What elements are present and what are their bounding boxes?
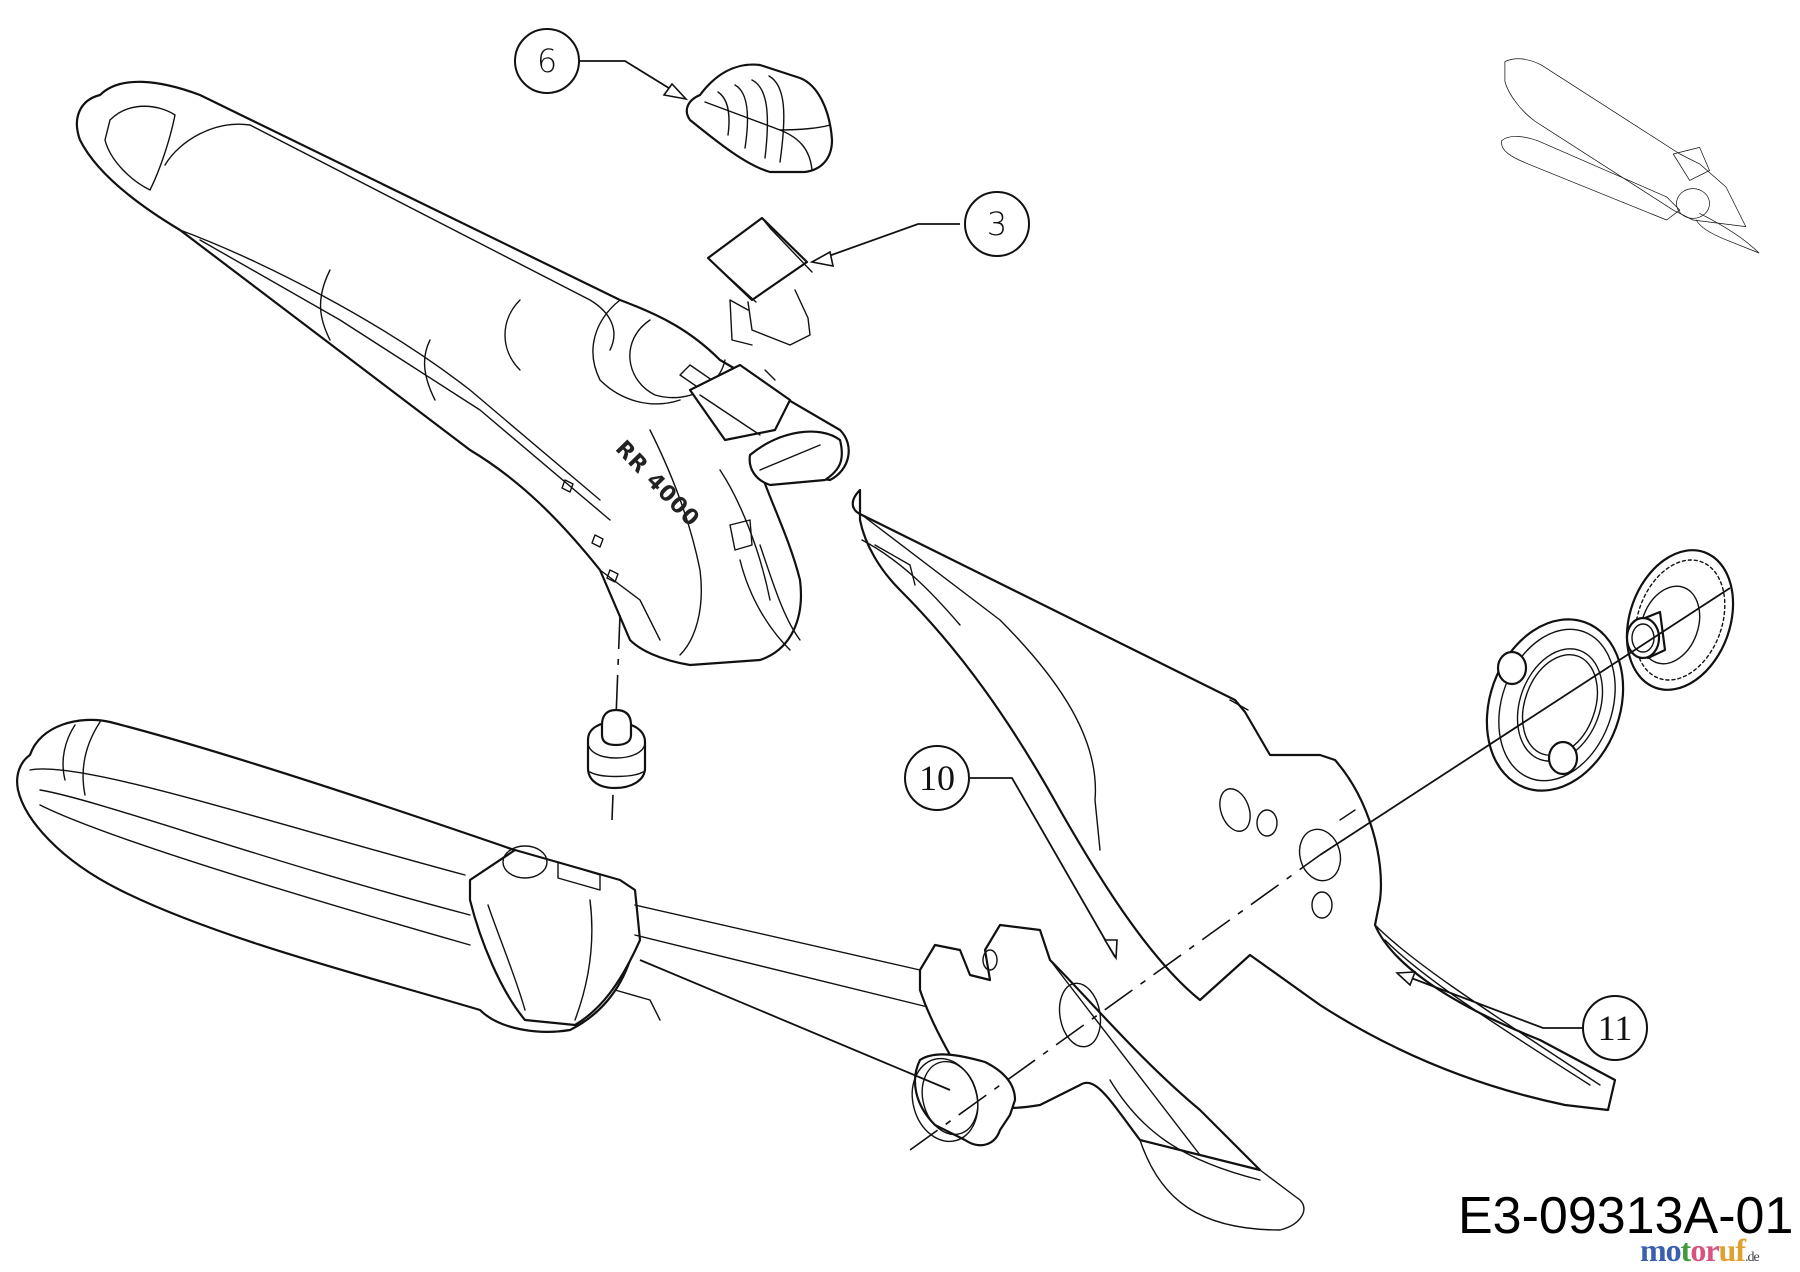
watermark-letter: m xyxy=(1640,1232,1667,1268)
watermark-letter: o xyxy=(1665,1232,1682,1268)
watermark-letter: o xyxy=(1690,1232,1706,1268)
watermark-letter: f xyxy=(1735,1232,1746,1268)
watermark-letter: r xyxy=(1705,1232,1719,1268)
pivot-bolt-part xyxy=(911,1053,1017,1147)
drawing-reference-code: E3-09313A-01 xyxy=(1458,1187,1794,1245)
lock-catch-clip-part xyxy=(706,216,813,346)
callout-10: 10 xyxy=(904,745,970,811)
upper-handle xyxy=(75,80,850,667)
bumper-stop-part xyxy=(586,614,647,821)
lock-slider-cap-part xyxy=(685,63,834,174)
leader-3 xyxy=(811,223,960,263)
watermark-letter: u xyxy=(1718,1232,1737,1268)
assembly-axis-solid xyxy=(1319,587,1731,856)
callout-6: 6 xyxy=(514,28,580,94)
lower-handle-axis xyxy=(639,959,951,1091)
watermark-letter: t xyxy=(1680,1232,1692,1268)
callout-11: 11 xyxy=(1582,995,1648,1061)
callout-3: 3 xyxy=(964,191,1030,257)
assembly-axis xyxy=(909,854,1321,1151)
upper-blade-part xyxy=(851,488,1617,1112)
leader-11 xyxy=(1397,972,1583,1029)
assembled-preview xyxy=(1501,58,1760,254)
watermark-tld: .de xyxy=(1744,1250,1760,1265)
spring-washer-part xyxy=(1485,618,1625,792)
watermark-logo: motoruf.de xyxy=(1640,1232,1760,1269)
leader-10 xyxy=(970,777,1116,958)
lower-handle xyxy=(16,718,941,1033)
leader-6 xyxy=(572,60,686,99)
